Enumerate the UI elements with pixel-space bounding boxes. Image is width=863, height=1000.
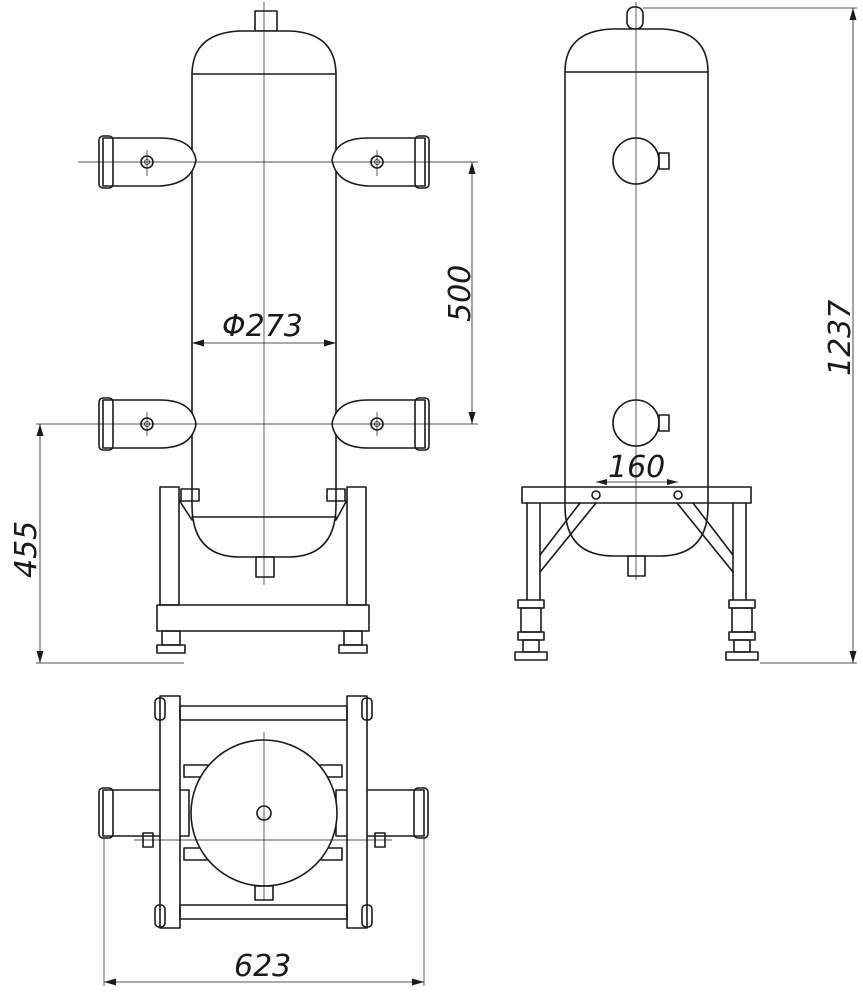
height-arrow-bottom	[36, 651, 44, 663]
side-view: 160 1237	[514, 2, 858, 664]
support-spacing-label: 160	[608, 450, 665, 485]
front-left-brace	[178, 499, 193, 521]
front-right-bracket	[326, 488, 346, 502]
side-right-foot-body	[731, 607, 753, 633]
side-upper-port	[658, 152, 670, 170]
top-lower-crossbar	[179, 904, 348, 920]
top-foot-tl	[154, 697, 166, 721]
side-lower-port	[658, 414, 670, 432]
front-right-foot-pad	[338, 644, 368, 654]
side-left-foot-pad	[514, 651, 548, 661]
front-left-post	[159, 486, 180, 606]
side-right-foot-ring	[728, 631, 756, 641]
side-bottom-drain	[627, 555, 646, 577]
top-foot-bl	[154, 904, 166, 928]
top-left-flange	[98, 787, 114, 839]
diameter-arrow-left	[192, 339, 204, 347]
front-right-foot	[343, 630, 363, 646]
side-left-foot-stem	[522, 639, 540, 653]
side-vessel-body	[564, 28, 709, 557]
side-right-foot-stem	[733, 639, 751, 653]
spacing-label: 500	[443, 265, 478, 322]
height-label: 455	[9, 521, 44, 578]
spacing-arrow-top	[468, 162, 476, 174]
top-right-flange	[413, 787, 429, 839]
diameter-arrow-right	[324, 339, 336, 347]
front-top-nozzle	[254, 10, 278, 32]
side-left-brace-a	[539, 502, 581, 556]
top-foot-br	[361, 904, 373, 928]
side-left-foot-ring	[517, 631, 545, 641]
support-spacing-arrow-right	[667, 479, 678, 485]
side-support-frame	[514, 486, 759, 661]
side-left-foot-nut	[517, 599, 545, 609]
top-left-rail	[159, 695, 181, 929]
side-right-brace-b	[676, 502, 734, 573]
front-right-brace	[335, 499, 348, 521]
side-right-bolt	[673, 490, 683, 500]
overall-width-arrow-right	[412, 978, 424, 986]
front-right-post	[346, 486, 367, 606]
top-foot-tr	[361, 697, 373, 721]
support-spacing-arrow-left	[596, 479, 607, 485]
front-bottom-drain	[255, 556, 275, 578]
top-right-rail	[346, 695, 368, 929]
front-base-beam	[156, 604, 370, 632]
top-upper-crossbar	[179, 705, 348, 721]
side-right-foot-pad	[725, 651, 759, 661]
overall-height-arrow-bottom	[849, 651, 857, 663]
side-left-brace-b	[539, 502, 597, 573]
front-left-foot	[161, 630, 181, 646]
top-view: 623	[98, 695, 429, 986]
overall-width-arrow-left	[104, 978, 116, 986]
overall-height-arrow-top	[849, 8, 857, 20]
front-support-frame	[156, 486, 370, 654]
side-left-foot-body	[520, 607, 542, 633]
spacing-arrow-bottom	[468, 412, 476, 424]
side-left-bolt	[591, 490, 601, 500]
diameter-label: Φ273	[222, 309, 303, 344]
side-top-beam	[521, 486, 752, 504]
side-right-brace-a	[692, 502, 734, 556]
overall-width-label: 623	[234, 949, 291, 984]
front-left-bracket	[180, 488, 200, 502]
overall-height-label: 1237	[823, 300, 858, 376]
side-right-foot-nut	[728, 599, 756, 609]
height-arrow-top	[36, 424, 44, 436]
front-view: Φ273 500 455	[9, 2, 478, 664]
side-top-nozzle	[626, 6, 644, 30]
front-left-foot-pad	[156, 644, 186, 654]
